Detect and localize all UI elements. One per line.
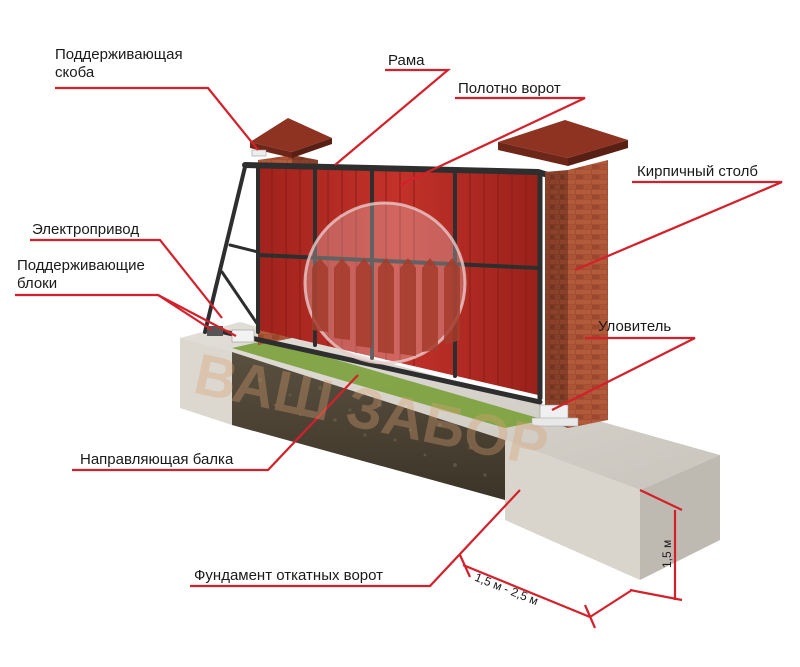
label-catcher: Уловитель: [598, 318, 672, 335]
leader-lines: [15, 68, 783, 629]
label-guide-beam: Направляющая балка: [80, 451, 234, 468]
label-support-blocks-line2: блоки: [17, 275, 58, 292]
leader-support-blocks-a: [15, 293, 237, 337]
label-electric-drive: Электропривод: [32, 221, 140, 238]
picket-detail: [312, 258, 460, 356]
catcher-base: [531, 417, 579, 427]
dim-depth-tick-b: [629, 588, 683, 602]
leader-gate-leaf: [399, 96, 586, 186]
right-pillar-front: [545, 170, 568, 428]
support-block-1: [207, 326, 223, 336]
left-pillar-roof: [250, 118, 332, 152]
right-pillar-roof-edge: [498, 142, 568, 166]
leader-bracket: [55, 86, 259, 151]
dimension-depth: 1,5 м: [660, 539, 674, 568]
label-foundation: Фундамент откатных ворот: [194, 567, 384, 584]
grass-strip: [232, 340, 545, 428]
magnifier: [303, 201, 467, 365]
leader-electric-drive: [30, 238, 223, 319]
right-concrete-front: [505, 440, 640, 580]
leader-catcher: [551, 336, 696, 411]
leader-support-blocks-b: [157, 294, 213, 331]
bracket-plate: [251, 149, 267, 157]
label-frame: Рама: [388, 52, 425, 69]
right-pillar-side: [568, 160, 608, 428]
label-support-bracket-line2: скоба: [55, 64, 95, 81]
right-pillar-roof: [498, 120, 628, 158]
dim-depth-tick-a: [639, 489, 683, 511]
dim-width-line: [462, 563, 591, 619]
label-gate-leaf: Полотно ворот: [458, 80, 561, 97]
left-pillar-roof-edge: [250, 142, 292, 158]
label-brick-pillar: Кирпичный столб: [637, 163, 758, 180]
label-support-blocks-line1: Поддерживающие: [17, 257, 145, 274]
leader-frame: [334, 68, 452, 166]
leader-brick-pillar: [574, 180, 783, 272]
left-pillar-roof-side: [292, 138, 332, 158]
dim-width-ext: [589, 589, 633, 618]
left-concrete-block: [180, 338, 232, 425]
label-support-bracket-line1: Поддерживающая: [55, 46, 183, 63]
support-block-2: [231, 329, 255, 343]
dim-width-tick-a: [458, 554, 472, 578]
soil-texture: [258, 378, 487, 477]
label-support-bracket: Поддерживающая скоба: [55, 46, 183, 82]
leader-foundation: [190, 489, 521, 588]
soil-band: [232, 352, 505, 500]
leader-guide-beam: [72, 374, 359, 472]
right-concrete-side: [640, 455, 720, 580]
right-pillar-roof-side: [568, 140, 628, 166]
label-support-blocks: Поддерживающие блоки: [17, 257, 145, 293]
